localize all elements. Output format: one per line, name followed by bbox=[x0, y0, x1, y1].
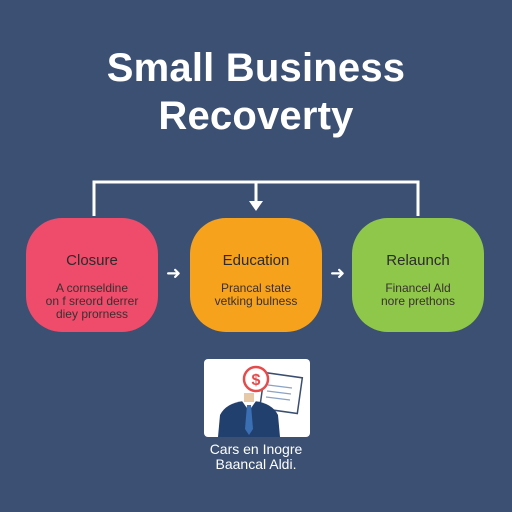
stage-title-education: Education bbox=[222, 252, 290, 269]
center-arrowhead bbox=[249, 201, 263, 211]
stage-title-relaunch: Relaunch bbox=[386, 252, 450, 269]
stage-box-closure: Closure A cornseldine on f sreord derrer… bbox=[26, 218, 158, 332]
stage-description-education: Prancal state vetking bulness bbox=[214, 281, 298, 308]
stage-box-education: Education Prancal state vetking bulness bbox=[190, 218, 322, 332]
arrow-right-icon: ➜ bbox=[166, 263, 182, 283]
caption-line-2: Baancal Aldi. bbox=[215, 456, 297, 472]
title-line-1: Small Business bbox=[106, 46, 406, 90]
title-line-2: Recoverty bbox=[158, 94, 354, 138]
caption-line-1: Cars en Inogre bbox=[209, 441, 303, 457]
stage-box-relaunch: Relaunch Financel Ald nore prethons bbox=[352, 218, 484, 332]
financial-aid-illustration: $ bbox=[204, 359, 310, 437]
dollar-icon: $ bbox=[242, 365, 270, 393]
businessman-icon bbox=[218, 393, 280, 437]
illustration-graphic: $ bbox=[218, 365, 304, 437]
arrow-right-icon: ➜ bbox=[330, 263, 346, 283]
document-icon bbox=[258, 371, 304, 415]
diagram-title: Small Business Recoverty bbox=[0, 44, 512, 140]
svg-text:$: $ bbox=[252, 372, 261, 389]
stage-description-relaunch: Financel Ald nore prethons bbox=[380, 281, 456, 308]
stage-title-closure: Closure bbox=[66, 252, 118, 269]
stage-description-closure: A cornseldine on f sreord derrer diey pr… bbox=[45, 281, 139, 321]
illustration-caption: Cars en Inogre Baancal Aldi. bbox=[0, 442, 512, 472]
